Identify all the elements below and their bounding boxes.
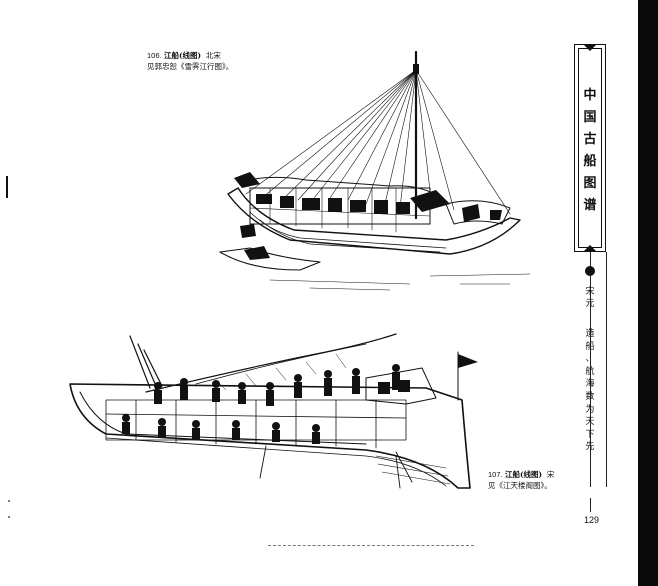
oars bbox=[259, 445, 413, 489]
bottom-rule bbox=[268, 545, 474, 546]
figure-name: 江船(线图) bbox=[164, 51, 202, 60]
awning-boom bbox=[145, 333, 397, 393]
column-rule-left bbox=[590, 252, 591, 487]
mast-top bbox=[413, 64, 419, 74]
figure-106-illustration bbox=[219, 50, 531, 291]
figure-period: 宋 bbox=[546, 470, 555, 479]
water-lines bbox=[269, 273, 531, 291]
chapter-motto: 造 船 、 航 海 数 为 天 下 先 bbox=[585, 329, 595, 453]
figure-number: 106. bbox=[147, 51, 162, 60]
figure-source: 见《江天楼阁图》。 bbox=[488, 481, 552, 490]
margin-speck bbox=[8, 516, 10, 518]
page-number: 129 bbox=[584, 515, 600, 525]
stern-house bbox=[365, 367, 437, 405]
column-rule-right bbox=[606, 252, 607, 487]
figure-107-caption: 107. 江船(线图) 宋 见《江天楼阁图》。 bbox=[488, 469, 554, 491]
era-label: 宋 元 bbox=[585, 287, 595, 309]
deck-railing bbox=[105, 399, 407, 449]
figure-source: 见郭忠恕《雪霁江行图》。 bbox=[147, 62, 234, 71]
spears bbox=[129, 335, 163, 389]
deck-house bbox=[234, 172, 450, 233]
binding-strip bbox=[638, 0, 658, 586]
rigging-lines bbox=[245, 69, 511, 215]
flag bbox=[458, 354, 478, 368]
era-bullet-icon bbox=[585, 266, 595, 276]
margin-speck bbox=[8, 500, 10, 502]
hull bbox=[227, 187, 521, 255]
figure-name: 江船(线图) bbox=[505, 470, 543, 479]
figure-106-caption: 106. 江船(线图) 北宋 见郭忠恕《雪霁江行图》。 bbox=[147, 50, 233, 72]
figure-number: 107. bbox=[488, 470, 503, 479]
oarsmen bbox=[122, 364, 400, 444]
figure-107-illustration bbox=[69, 333, 478, 489]
small-boat bbox=[219, 247, 321, 271]
hull bbox=[69, 383, 471, 489]
figure-period: 北宋 bbox=[205, 51, 221, 60]
page-number-tick bbox=[590, 498, 591, 512]
book-title: 中 国 古 船 图 谱 bbox=[583, 88, 597, 213]
left-margin-bar bbox=[6, 176, 8, 198]
book-title-box: 中 国 古 船 图 谱 bbox=[574, 44, 606, 252]
